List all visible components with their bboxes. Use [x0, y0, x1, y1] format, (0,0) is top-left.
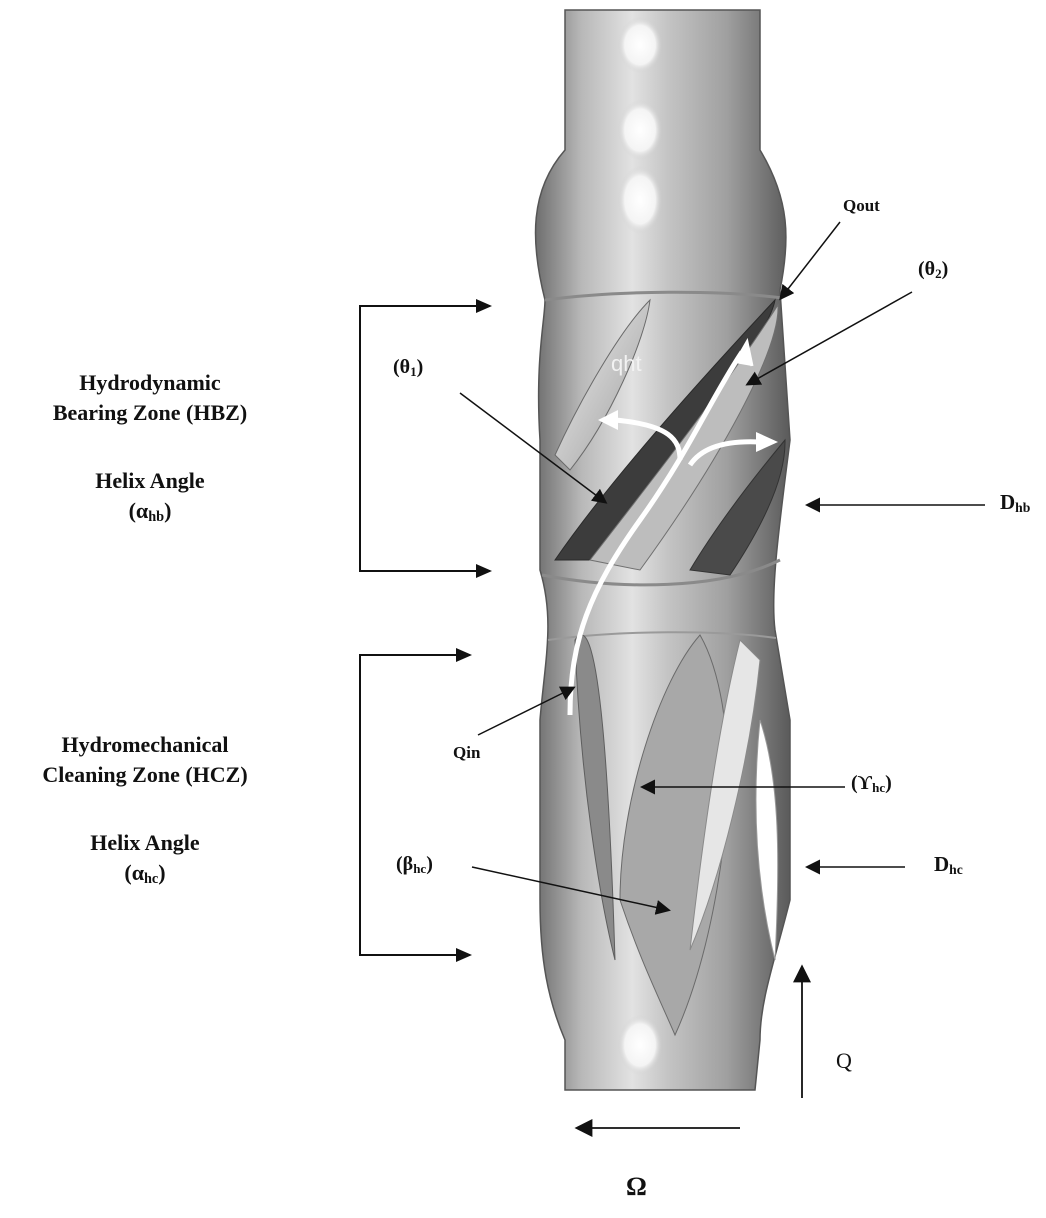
highlight-spot	[618, 17, 662, 73]
bracket-arrowhead	[476, 564, 492, 578]
hbz-angle-sub: hb	[148, 509, 164, 525]
hcz-angle-sub: hc	[144, 871, 158, 887]
bracket-arrowhead	[476, 299, 492, 313]
hbz-bracket	[360, 306, 490, 571]
theta2-open: (θ	[918, 258, 935, 280]
highlight-spot	[618, 166, 662, 234]
hcz-title-line2: Cleaning Zone (HCZ)	[0, 760, 290, 790]
label-flow-q: Q	[836, 1048, 852, 1074]
beta-open: (β	[396, 853, 413, 875]
hbz-angle-symbol: (αhb)	[40, 496, 260, 532]
hbz-title-line2: Bearing Zone (HBZ)	[30, 398, 270, 428]
gamma-sub: hc	[872, 780, 885, 795]
hcz-angle-symbol: (αhc)	[30, 858, 260, 894]
hbz-helix-angle: Helix Angle (αhb)	[40, 466, 260, 532]
gamma-close: )	[885, 772, 892, 794]
d-hc-sub: hc	[949, 862, 963, 877]
hbz-angle-symbol-main: (α	[129, 498, 149, 523]
hcz-helix-angle: Helix Angle (αhc)	[30, 828, 260, 894]
d-hb-main: D	[1000, 490, 1015, 514]
hbz-title: Hydrodynamic Bearing Zone (HBZ)	[30, 368, 270, 428]
label-qout: Qout	[843, 196, 880, 216]
beta-sub: hc	[413, 861, 426, 876]
highlight-spot	[618, 1015, 662, 1075]
bracket-arrowhead	[456, 648, 472, 662]
qout-leader	[781, 222, 840, 298]
theta1-close: )	[417, 356, 424, 378]
label-qin: Qin	[453, 743, 480, 763]
highlight-spot	[618, 100, 662, 160]
hbz-angle-title: Helix Angle	[40, 466, 260, 496]
hcz-angle-symbol-main: (α	[124, 860, 144, 885]
label-gamma-hc: (ϒhc)	[851, 772, 892, 796]
label-d-hc: Dhc	[934, 852, 963, 878]
d-hc-main: D	[934, 852, 949, 876]
hbz-title-line1: Hydrodynamic	[30, 368, 270, 398]
label-beta-hc: (βhc)	[396, 853, 433, 877]
gamma-open: (ϒ	[851, 772, 872, 794]
d-hb-sub: hb	[1015, 500, 1030, 515]
label-theta1: (θ1)	[393, 356, 423, 380]
label-omega: Ω	[626, 1172, 647, 1202]
hcz-angle-title: Helix Angle	[30, 828, 260, 858]
label-theta2: (θ2)	[918, 258, 948, 282]
hcz-title-line1: Hydromechanical	[0, 730, 290, 760]
label-qht: qht	[611, 351, 642, 377]
hcz-angle-close: )	[158, 860, 165, 885]
hcz-title: Hydromechanical Cleaning Zone (HCZ)	[0, 730, 290, 790]
theta2-close: )	[942, 258, 949, 280]
beta-close: )	[426, 853, 433, 875]
theta1-open: (θ	[393, 356, 410, 378]
bracket-arrowhead	[456, 948, 472, 962]
hcz-bracket	[360, 655, 470, 955]
label-d-hb: Dhb	[1000, 490, 1030, 516]
hbz-angle-close: )	[164, 498, 171, 523]
